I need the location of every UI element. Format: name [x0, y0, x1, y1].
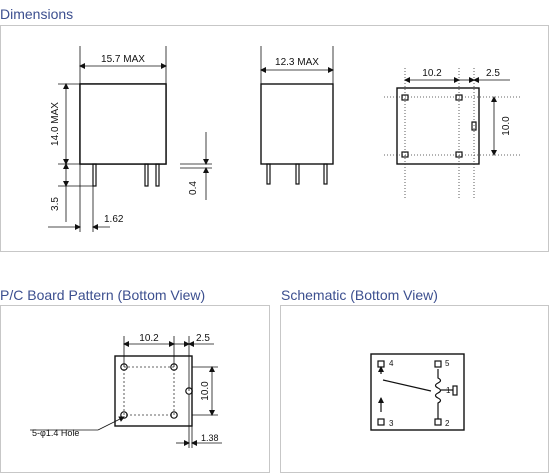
side-pin-2: [295, 163, 300, 185]
pcb-outline: [114, 355, 193, 427]
bottom-spacing-label: 10.2: [422, 68, 442, 79]
pin-offset-label: 1.62: [104, 214, 124, 225]
bottom-view: 10.2 2.5 10.0: [384, 68, 520, 200]
pcb-height-label: 10.0: [200, 381, 211, 401]
dimensions-heading: Dimensions: [0, 6, 74, 22]
bottom-offset-label: 2.5: [486, 68, 500, 79]
front-height-label: 14.0 MAX: [50, 102, 61, 146]
coil-icon: [434, 369, 442, 419]
front-pin-3: [155, 163, 160, 187]
relay-body-side: [260, 83, 334, 165]
schematic-pin-5-label: 5: [445, 359, 450, 368]
front-pin-1: [92, 163, 97, 187]
front-pin-2: [144, 163, 149, 187]
relay-body-bottom: [396, 87, 480, 165]
schematic-pin-4-label: 4: [389, 359, 394, 368]
pin-thickness-label: 0.4: [188, 181, 199, 195]
front-view: 15.7 MAX 14.0 MAX 3.5 1.62 0.4: [48, 46, 212, 232]
pcb-hole-2: [170, 411, 178, 419]
schematic-pin-3-label: 3: [389, 419, 394, 428]
schematic-pin-5-pad: [434, 360, 442, 368]
schematic-pin-2-label: 2: [445, 419, 450, 428]
front-width-label: 15.7 MAX: [101, 54, 145, 65]
pcb-offset-label: 2.5: [196, 333, 210, 344]
schematic-pin-3-pad: [377, 418, 385, 426]
bottom-height-label: 10.0: [501, 116, 512, 136]
pin-length-label: 3.5: [50, 197, 61, 211]
side-depth-label: 12.3 MAX: [275, 57, 319, 68]
schematic-heading: Schematic (Bottom View): [281, 287, 438, 303]
pcb-hole-label: 5-φ1.4 Hole: [32, 428, 79, 438]
pcb-hole-pattern: [123, 366, 175, 416]
switch-arm: [382, 379, 432, 392]
pcb-pattern-heading: P/C Board Pattern (Bottom View): [0, 287, 206, 303]
schematic-drawing: 4 5 1 3 2: [370, 353, 465, 431]
side-pin-1: [266, 163, 271, 185]
side-view: 12.3 MAX: [260, 46, 334, 185]
side-pin-3: [323, 163, 328, 185]
schematic-outline: [370, 353, 465, 431]
pcb-pattern-drawing: 10.2 2.5 10.0 5-φ1.4 Hole 1.38: [30, 333, 222, 448]
pcb-edge-label: 1.38: [201, 433, 219, 443]
pcb-spacing-label: 10.2: [139, 333, 159, 344]
